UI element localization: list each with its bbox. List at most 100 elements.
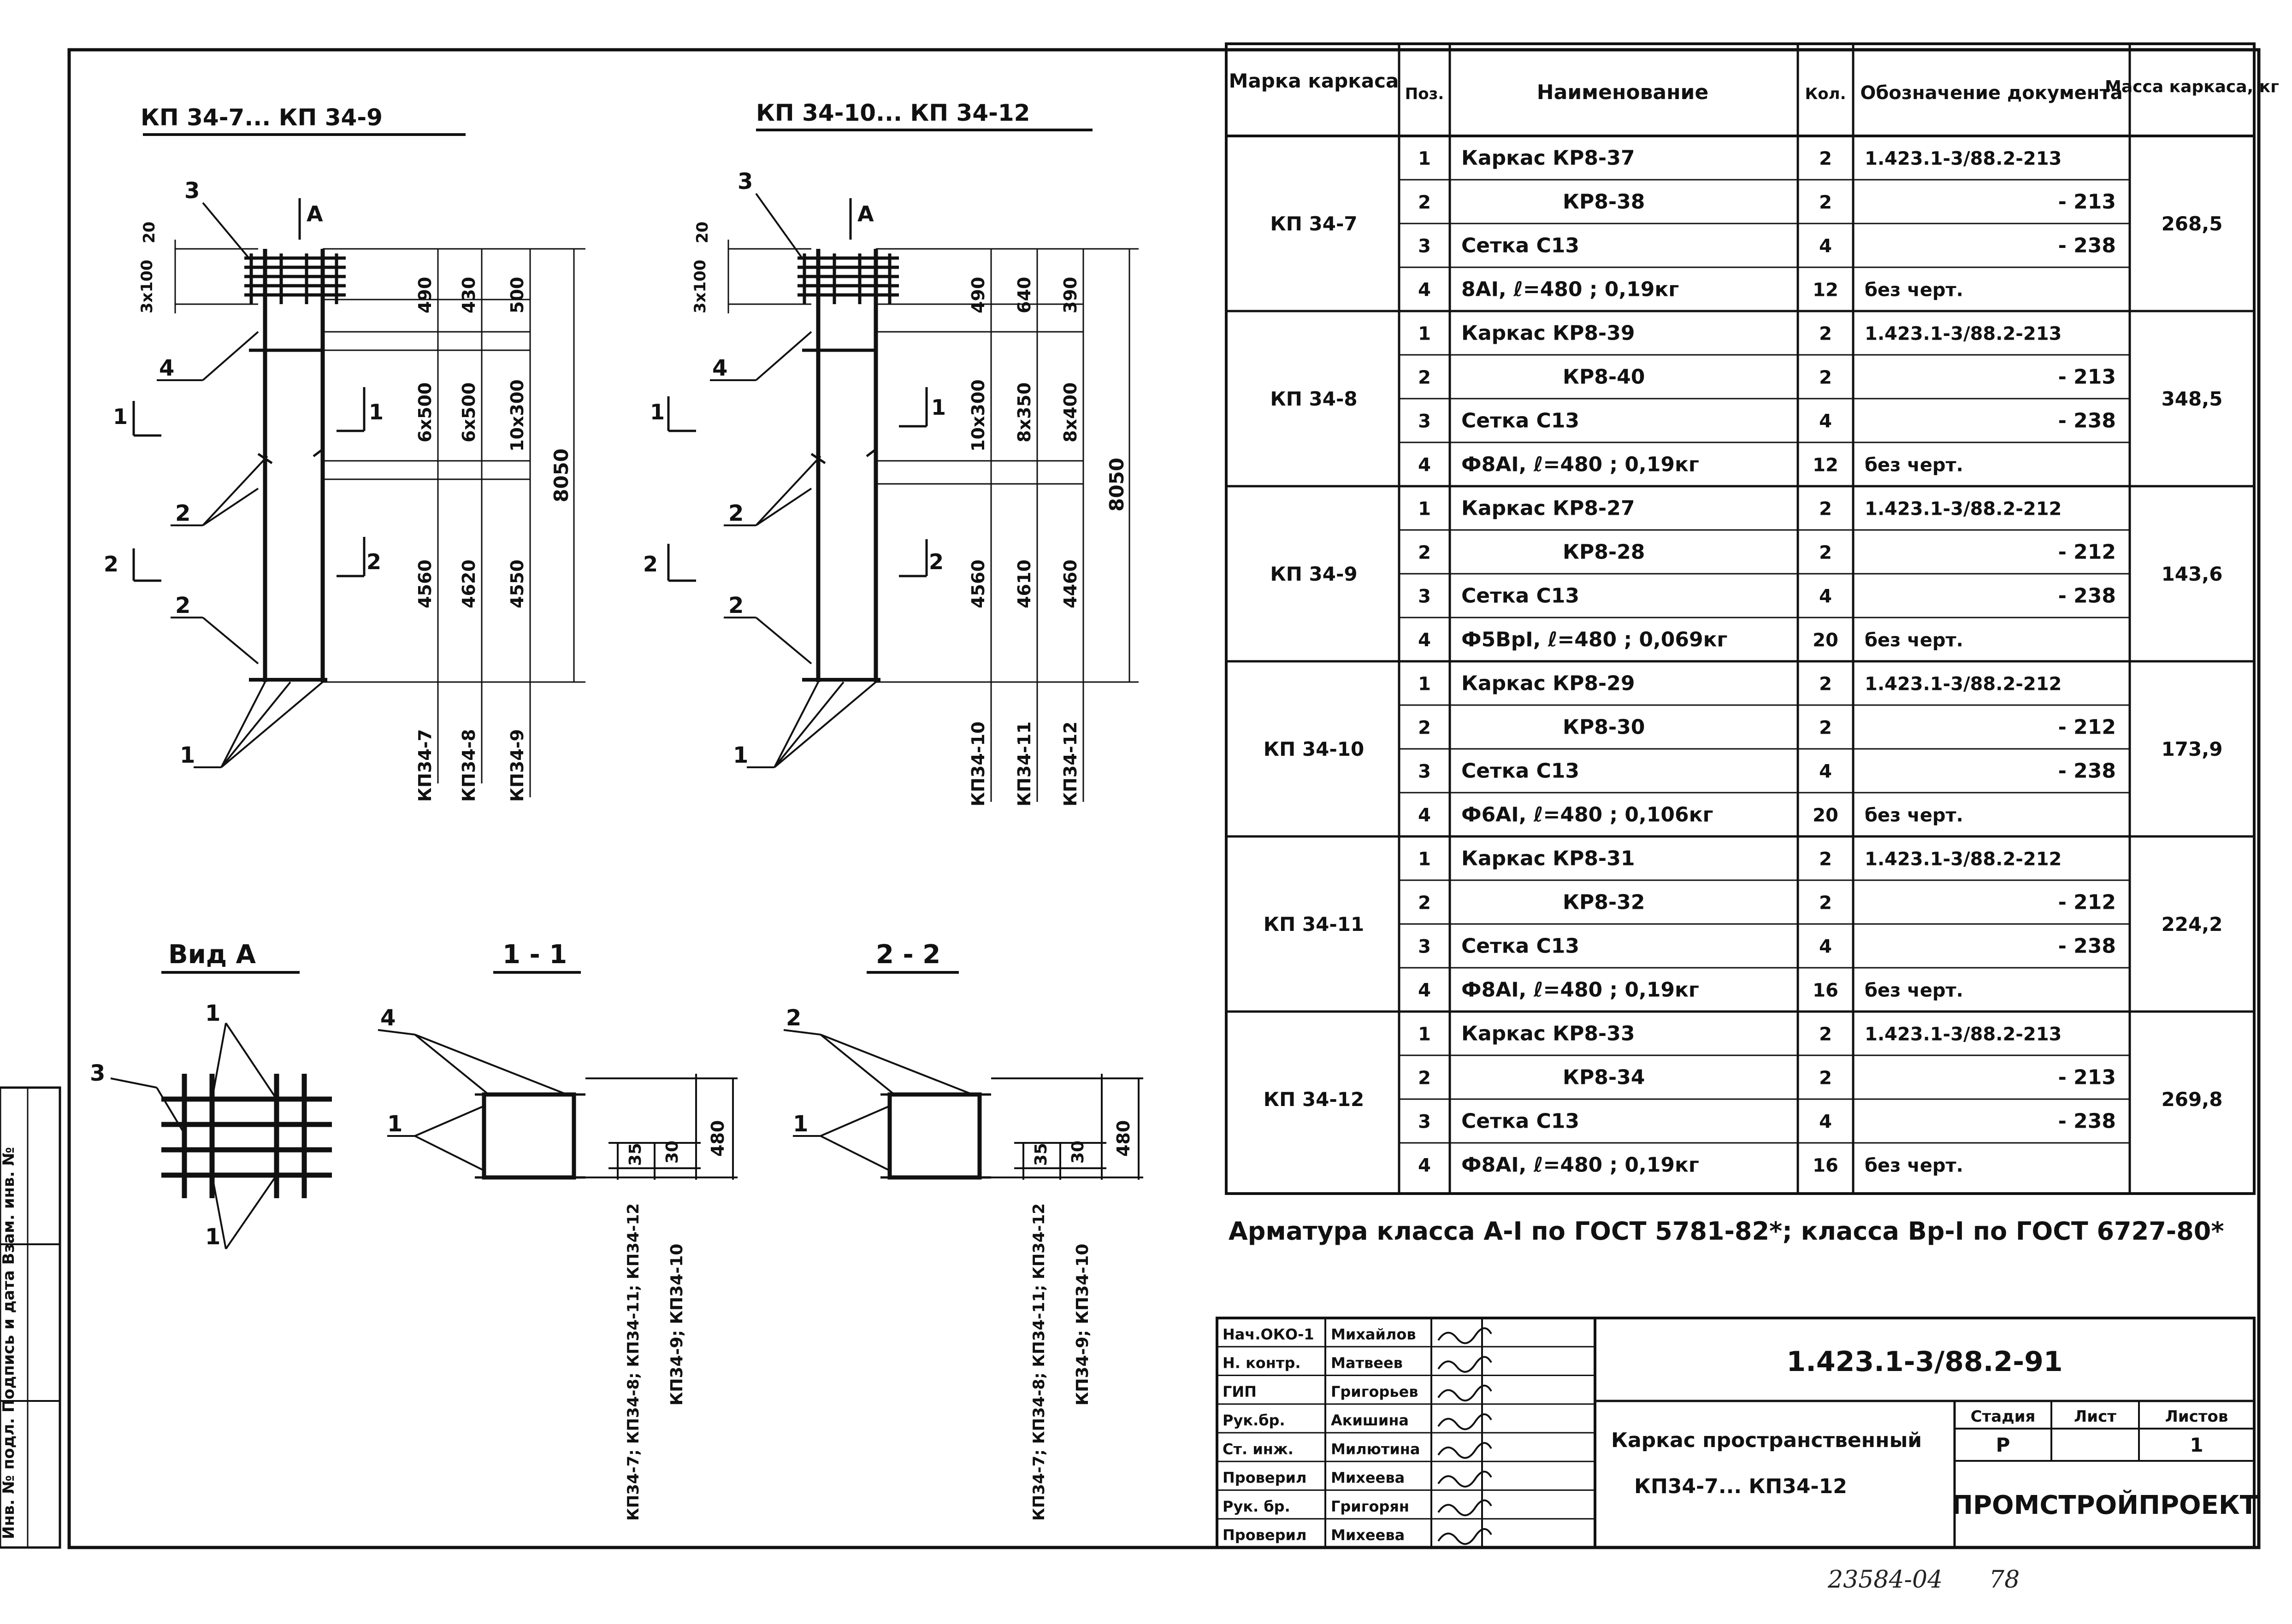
svg-text:1: 1 [369,400,384,424]
spec-pos: 3 [1418,236,1431,257]
signature [1437,1499,1492,1516]
th-pos: Поз. [1405,85,1444,103]
spec-qty: 2 [1819,324,1832,345]
svg-text:2: 2 [175,500,190,526]
tb-role: Проверил [1223,1526,1306,1544]
spec-qty: 16 [1813,1155,1838,1177]
spec-doc: без черт. [1865,805,1963,826]
spec-qty: 2 [1819,192,1832,213]
section-2-2-title: 2 - 2 [876,940,940,970]
spec-doc: - 213 [2058,190,2116,214]
spec-pos: 3 [1418,586,1431,607]
spec-mass: 224,2 [2162,913,2223,936]
reinforcement-note: Арматура класса А-I по ГОСТ 5781-82*; кл… [1229,1217,2224,1246]
tb-role: ГИП [1223,1383,1257,1400]
spec-qty: 4 [1819,761,1832,783]
spec-doc: 1.423.1-3/88.2-212 [1865,849,2062,870]
svg-text:1: 1 [733,742,748,768]
spec-pos: 2 [1418,1068,1431,1089]
spec-doc: 1.423.1-3/88.2-212 [1865,674,2062,695]
svg-text:4560: 4560 [968,559,988,608]
side-stamp-text: Инв. № подл. Подпись и дата Взам. инв. № [0,1147,18,1539]
svg-text:2: 2 [929,549,944,574]
stage-value: Р [1996,1434,2010,1456]
spec-pos: 3 [1418,411,1431,432]
svg-text:2: 2 [175,593,190,618]
spec-name: Ф8АI, ℓ=480 ; 0,19кг [1461,978,1699,1002]
svg-text:4: 4 [159,355,174,381]
svg-text:8050: 8050 [1105,458,1128,512]
svg-text:1: 1 [650,400,665,424]
tb-name: Михеева [1331,1469,1405,1487]
spec-qty: 20 [1813,805,1838,826]
spec-pos: 4 [1418,455,1431,476]
spec-qty: 2 [1819,1068,1832,1089]
svg-text:А: А [857,201,874,226]
svg-text:490: 490 [415,277,435,313]
spec-pos: 4 [1418,980,1431,1001]
title-line2: КП34-7... КП34-12 [1634,1475,1847,1498]
svg-text:1: 1 [205,1224,220,1250]
spec-qty: 2 [1819,1024,1832,1045]
svg-text:КП34-11: КП34-11 [1014,722,1034,806]
section-2-2: 2 - 2 2 1 35 30 480 КП34-7; КП34-8; КП34… [783,940,1143,1521]
spec-mark: КП 34-12 [1264,1088,1364,1111]
svg-text:КП34-8: КП34-8 [459,729,479,802]
tb-name: Матвеев [1331,1354,1403,1372]
section-1-1: 1 - 1 4 1 35 30 480 КП34-7; КП34-8; КП34… [378,940,738,1521]
org-name: ПРОМСТРОЙПРОЕКТ [1951,1490,2257,1520]
spec-mark: КП 34-11 [1264,913,1364,936]
svg-text:10х300: 10х300 [507,379,527,452]
doc-code: 1.423.1-3/88.2-91 [1786,1346,2062,1378]
spec-doc: - 238 [2058,584,2116,608]
spec-doc: 1.423.1-3/88.2-213 [1865,324,2062,345]
spec-mark: КП 34-9 [1270,563,1357,585]
spec-name: Каркас КР8-37 [1461,147,1635,170]
spec-pos: 2 [1418,718,1431,739]
sheets-value: 1 [2190,1434,2203,1456]
spec-doc: без черт. [1865,980,1963,1001]
svg-text:30: 30 [1069,1141,1087,1164]
spec-qty: 2 [1819,893,1832,914]
svg-text:480: 480 [708,1120,728,1157]
spec-name: 8АI, ℓ=480 ; 0,19кг [1461,278,1679,301]
svg-text:35: 35 [1032,1143,1051,1166]
svg-text:4610: 4610 [1014,559,1034,608]
spec-name: Каркас КР8-39 [1461,322,1635,345]
spec-name: Ф6АI, ℓ=480 ; 0,106кг [1461,803,1713,827]
svg-text:35: 35 [626,1143,645,1166]
svg-text:6х500: 6х500 [459,382,479,442]
spec-name: Сетка С13 [1461,409,1579,433]
spec-qty: 4 [1819,236,1832,257]
elevation-left: КП 34-7... КП 34-9 А 20 3х100 [104,104,585,802]
svg-text:1: 1 [180,742,195,768]
spec-mass: 268,5 [2162,212,2223,235]
tb-name: Григорьев [1331,1383,1418,1400]
svg-text:3: 3 [184,178,200,204]
spec-qty: 2 [1819,148,1832,170]
signature [1437,1413,1492,1430]
th-qty: Кол. [1805,85,1846,103]
svg-text:2: 2 [728,593,744,618]
spec-mark: КП 34-8 [1270,388,1357,410]
side-stamp: Инв. № подл. Подпись и дата Взам. инв. № [0,1086,61,1549]
spec-mass: 269,8 [2162,1088,2223,1111]
spec-qty: 12 [1813,280,1838,301]
sheet-header: Лист [2074,1407,2116,1426]
view-a-title: Вид А [168,940,256,970]
svg-text:20: 20 [140,222,159,243]
spec-qty: 4 [1819,1112,1832,1133]
svg-text:20: 20 [693,222,712,243]
spec-doc: - 238 [2058,1110,2116,1133]
section-1-1-title: 1 - 1 [502,940,567,970]
spec-doc: - 238 [2058,409,2116,433]
svg-text:500: 500 [507,277,527,313]
svg-text:1: 1 [387,1111,402,1137]
spec-pos: 2 [1418,542,1431,564]
spec-qty: 2 [1819,718,1832,739]
spec-qty: 2 [1819,674,1832,695]
spec-pos: 1 [1418,499,1431,520]
spec-pos: 4 [1418,280,1431,301]
svg-text:430: 430 [459,277,479,313]
